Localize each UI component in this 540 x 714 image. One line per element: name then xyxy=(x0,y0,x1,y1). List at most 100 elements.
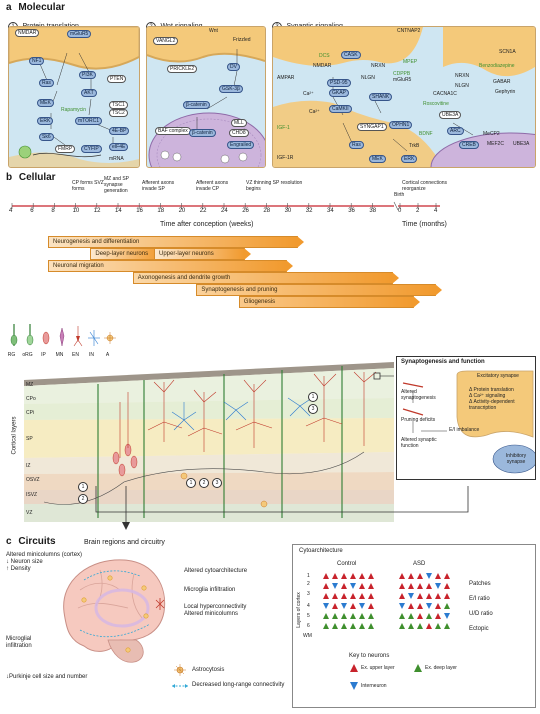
week-tick-label: 38 xyxy=(369,208,377,214)
note-altered-minicolumns: Altered minicolumns xyxy=(184,611,239,617)
cyto-layer-nums: 1 2 3 4 5 6 xyxy=(307,573,313,631)
circle-num-1: 1 xyxy=(78,482,88,492)
panel3-header: 3 Synaptic signaling xyxy=(272,15,412,32)
mll-node: MLL xyxy=(231,119,247,127)
cyto-neuron-mark xyxy=(426,603,432,609)
process-bar: Axonogenesis and dendrite growth xyxy=(132,272,400,284)
axis-weeks-label: Time after conception (weeks) xyxy=(160,221,254,228)
mglur5-node: mGluR5 xyxy=(67,30,92,38)
cyto-layer-6: 6 xyxy=(307,623,310,629)
erk-syn-node: ERK xyxy=(401,155,418,163)
beta-catenin-nuclear-node: β-catenin xyxy=(189,129,216,137)
left-notes: Altered minicolumns (cortex) ↓ Neuron si… xyxy=(6,552,82,573)
cyto-neuron-mark xyxy=(350,583,356,589)
syngap1-node: SYNGAP1 xyxy=(357,123,387,131)
week-tick-label: 6 xyxy=(30,208,34,214)
cortex-layers-diagram: MZ CPo CPi SP IZ OSVZ ISVZ VZ 1 2 1 2 3 … xyxy=(24,362,394,522)
circle-num-7: 3 xyxy=(308,404,318,414)
cell-type-label: IP xyxy=(41,352,46,358)
connector-arrows xyxy=(95,486,469,530)
cell-type-label: RG xyxy=(7,352,16,358)
cyto-neuron-mark xyxy=(368,613,374,619)
process-bar: Upper-layer neurons xyxy=(154,248,251,260)
akt-node: AKT xyxy=(81,89,97,97)
fmrp-node: FMRP xyxy=(55,145,76,153)
bullet-protein: Δ Protein translation xyxy=(469,387,514,393)
eif4e-node: eIF4E xyxy=(109,143,129,151)
nmdar-syn-label: NMDAR xyxy=(313,63,332,69)
astrocytosis-label: Astrocytosis xyxy=(192,667,225,673)
mglur5-syn-label: mGluR5 xyxy=(393,77,412,83)
month-tick-label: 0 xyxy=(398,208,402,214)
layer-cpi: CPi xyxy=(26,410,35,416)
note-hyperconnectivity: Local hyperconnectivity xyxy=(184,604,247,610)
cyto-neuron-mark xyxy=(417,623,423,629)
section-c-label: c xyxy=(6,536,12,547)
ei-imbalance-label: E/I imbalance xyxy=(449,427,480,433)
cacna1c-label: CACNA1C xyxy=(433,91,457,97)
circle-num-6: 1 xyxy=(308,392,318,402)
cyto-asd-label: ASD xyxy=(413,561,426,567)
synaptic-signaling-panel: CNTNAP2 DCS CASK NMDAR NRXN MPEP AMPAR P… xyxy=(272,26,536,168)
week-tick-label: 32 xyxy=(305,208,313,214)
week-tick-label: 18 xyxy=(157,208,165,214)
cyto-neuron-mark xyxy=(359,583,365,589)
week-tick-label: 10 xyxy=(72,208,80,214)
microglial-infiltration-note: Microglial infiltration xyxy=(6,636,32,649)
cyto-neuron-mark xyxy=(435,623,441,629)
week-tick-label: 36 xyxy=(348,208,355,214)
cyto-neuron-mark xyxy=(417,573,423,579)
cortical-layers-title: Cortical layers xyxy=(11,416,18,455)
cyto-neuron-mark xyxy=(399,583,405,589)
benzodiazepine-label: Benzodiazepine xyxy=(479,63,515,69)
synapto-title: Synaptogenesis and function xyxy=(401,359,485,365)
anno-ectopic: Ectopic xyxy=(469,626,489,632)
circle-markers-middle: 1 2 3 xyxy=(186,478,222,488)
purkinje-note: ↓Purkinje cell size and number xyxy=(6,674,88,680)
ca-label-1: Ca²⁺ xyxy=(303,91,314,97)
scn1a-label: SCN1A xyxy=(499,49,516,55)
cyto-neuron-mark xyxy=(332,593,338,599)
week-tick-label: 14 xyxy=(115,208,122,214)
layer-vz: VZ xyxy=(26,510,33,516)
psd95-node: PSD-95 xyxy=(327,79,351,87)
week-tick-label: 20 xyxy=(178,208,186,214)
process-bar: Deep-layer neurons xyxy=(90,248,166,260)
cyto-layer-5: 5 xyxy=(307,613,310,619)
circuits-subtitle: Brain regions and circuitry xyxy=(84,539,165,546)
gsk3b-node: GSK-3β xyxy=(219,85,243,93)
erk-node: ERK xyxy=(37,117,54,125)
pi3k-node: PI3K xyxy=(79,71,96,79)
nlgn-gaba-label: NLGN xyxy=(455,83,469,89)
cyto-neuron-mark xyxy=(368,583,374,589)
mek-syn-node: MEK xyxy=(369,155,386,163)
cyto-neuron-mark xyxy=(426,583,432,589)
ampar-label: AMPAR xyxy=(277,75,295,81)
cyto-annotations: Patches E/I ratio U/D ratio Ectopic xyxy=(469,581,493,633)
cyto-neuron-mark xyxy=(332,613,338,619)
mpep-label: MPEP xyxy=(403,59,418,65)
synapto-art xyxy=(402,370,535,474)
synapto-bullets: Δ Protein translation Δ Ca²⁺ signaling Δ… xyxy=(469,387,533,411)
frizzled-label: Frizzled xyxy=(233,37,251,43)
axis-months-label: Time (months) xyxy=(402,221,447,228)
cyto-neuron-mark xyxy=(417,593,423,599)
dv-node: DV xyxy=(227,63,240,71)
circle-markers-right: 1 3 xyxy=(308,392,318,414)
nlgn-syn-label: NLGN xyxy=(361,75,375,81)
week-tick-label: 4 xyxy=(9,208,13,214)
circle-num-2: 2 xyxy=(78,494,88,504)
anno-ud-ratio: U/D ratio xyxy=(469,611,493,617)
cyto-neuron-mark xyxy=(341,613,347,619)
cyto-neuron-mark xyxy=(323,593,329,599)
nrxn-syn-label: NRXN xyxy=(371,63,386,69)
mek-node: MEK xyxy=(37,99,54,107)
cyto-neuron-mark xyxy=(444,583,450,589)
rapamycin-label: Rapamycin xyxy=(61,107,87,113)
layer-isvz: ISVZ xyxy=(26,492,38,498)
pruning-deficits-label: Pruning deficits xyxy=(401,417,436,423)
gabar-label: GABAR xyxy=(493,79,511,85)
week-tick-label: 30 xyxy=(284,208,292,214)
tsc1-node: TSC1 xyxy=(109,101,128,109)
